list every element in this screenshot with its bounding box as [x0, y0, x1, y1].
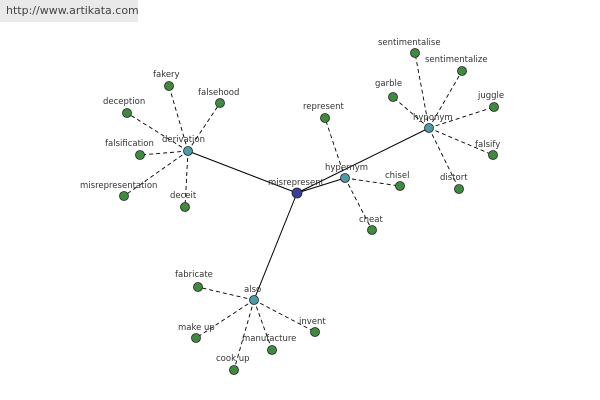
- word-node-also-3[interactable]: [267, 345, 277, 355]
- labels-layer: misrepresent derivation deception fakery fal…: [80, 38, 504, 364]
- word-node-hyponym-0[interactable]: [410, 48, 420, 58]
- edge-derivation-word-1: [168, 85, 189, 152]
- word-node-hypernym1-0[interactable]: [320, 113, 330, 123]
- edge-center-also: [253, 192, 298, 301]
- nodes-layer: [119, 48, 499, 375]
- word-label-hyponym-4: falsify: [475, 140, 500, 150]
- edge-also-word-3: [253, 299, 273, 351]
- word-node-also-2[interactable]: [310, 327, 320, 337]
- edge-also-word-0: [197, 286, 255, 301]
- edge-hyponym-word-5: [428, 127, 460, 190]
- edge-hyponym-word-2: [392, 96, 430, 129]
- word-label-derivation-0: deception: [103, 97, 145, 107]
- word-label-derivation-2: falsehood: [198, 88, 239, 98]
- word-node-derivation-2[interactable]: [215, 98, 225, 108]
- word-node-derivation-1[interactable]: [164, 81, 174, 91]
- relation-node-hyponym[interactable]: [424, 123, 434, 133]
- relation-node-hypernym1[interactable]: [340, 173, 350, 183]
- edge-hyponym-word-4: [428, 127, 494, 156]
- word-node-hyponym-2[interactable]: [388, 92, 398, 102]
- word-node-hypernym1-2[interactable]: [367, 225, 377, 235]
- word-label-also-3: manufacture: [242, 334, 296, 344]
- word-label-hypernym1-2: cheat: [359, 215, 383, 225]
- word-label-derivation-1: fakery: [153, 70, 180, 80]
- edge-center-hypernym1: [296, 177, 346, 194]
- watermark: http://www.artikata.com: [0, 0, 139, 22]
- word-node-hyponym-3[interactable]: [489, 102, 499, 112]
- word-node-derivation-0[interactable]: [122, 108, 132, 118]
- word-label-also-2: invent: [299, 317, 326, 327]
- watermark-text: http://www.artikata.com: [6, 4, 139, 17]
- center-label: misrepresent: [268, 178, 325, 188]
- edge-also-word-4: [233, 299, 255, 371]
- word-node-derivation-5[interactable]: [180, 202, 190, 212]
- edge-center-hyponym: [296, 127, 430, 194]
- word-node-hyponym-1[interactable]: [457, 66, 467, 76]
- word-node-hypernym1-1[interactable]: [395, 181, 405, 191]
- word-node-also-0[interactable]: [193, 282, 203, 292]
- word-node-also-4[interactable]: [229, 365, 239, 375]
- relation-label-also: also: [244, 285, 261, 295]
- word-label-also-0: fabricate: [175, 270, 213, 280]
- word-node-hyponym-4[interactable]: [488, 150, 498, 160]
- edge-hyponym-word-3: [428, 106, 495, 129]
- relation-node-derivation[interactable]: [183, 146, 193, 156]
- edge-center-derivation: [187, 150, 298, 194]
- word-label-derivation-4: misrepresentation: [80, 181, 157, 191]
- relation-label-hyponym: hyponym: [413, 113, 453, 123]
- edge-hypernym1-word-0: [324, 117, 346, 179]
- word-label-derivation-3: falsification: [105, 139, 154, 149]
- edge-derivation-word-3: [139, 150, 189, 156]
- word-label-hyponym-0: sentimentalise: [378, 38, 441, 48]
- word-label-hypernym1-1: chisel: [385, 171, 409, 181]
- word-label-hyponym-1: sentimentalize: [425, 55, 488, 65]
- center-node[interactable]: [291, 187, 303, 199]
- word-node-derivation-4[interactable]: [119, 191, 129, 201]
- edge-hypernym1-word-2: [344, 177, 373, 231]
- word-label-hyponym-3: juggle: [477, 91, 504, 101]
- edge-hyponym-word-1: [428, 70, 463, 129]
- edge-hyponym-word-0: [414, 52, 430, 129]
- edge-also-word-1: [195, 299, 255, 339]
- word-label-also-4: cook up: [216, 354, 249, 364]
- word-label-derivation-5: deceit: [170, 191, 197, 201]
- word-node-hyponym-5[interactable]: [454, 184, 464, 194]
- word-node-also-1[interactable]: [191, 333, 201, 343]
- edge-derivation-word-0: [126, 112, 189, 152]
- word-label-hyponym-2: garble: [375, 79, 402, 89]
- word-label-also-1: make up: [178, 323, 215, 333]
- relation-label-hypernym1: hypernym: [325, 163, 368, 173]
- word-label-hyponym-5: distort: [440, 173, 468, 183]
- relation-node-also[interactable]: [249, 295, 259, 305]
- edge-derivation-word-2: [187, 102, 221, 152]
- word-label-hypernym1-0: represent: [303, 102, 345, 112]
- edge-derivation-word-5: [184, 150, 189, 208]
- edges-layer: [123, 52, 495, 371]
- word-node-derivation-3[interactable]: [135, 150, 145, 160]
- edge-hypernym1-word-1: [344, 177, 401, 187]
- edge-derivation-word-4: [123, 150, 189, 197]
- relation-label-derivation: derivation: [162, 135, 205, 145]
- edge-also-word-2: [253, 299, 316, 333]
